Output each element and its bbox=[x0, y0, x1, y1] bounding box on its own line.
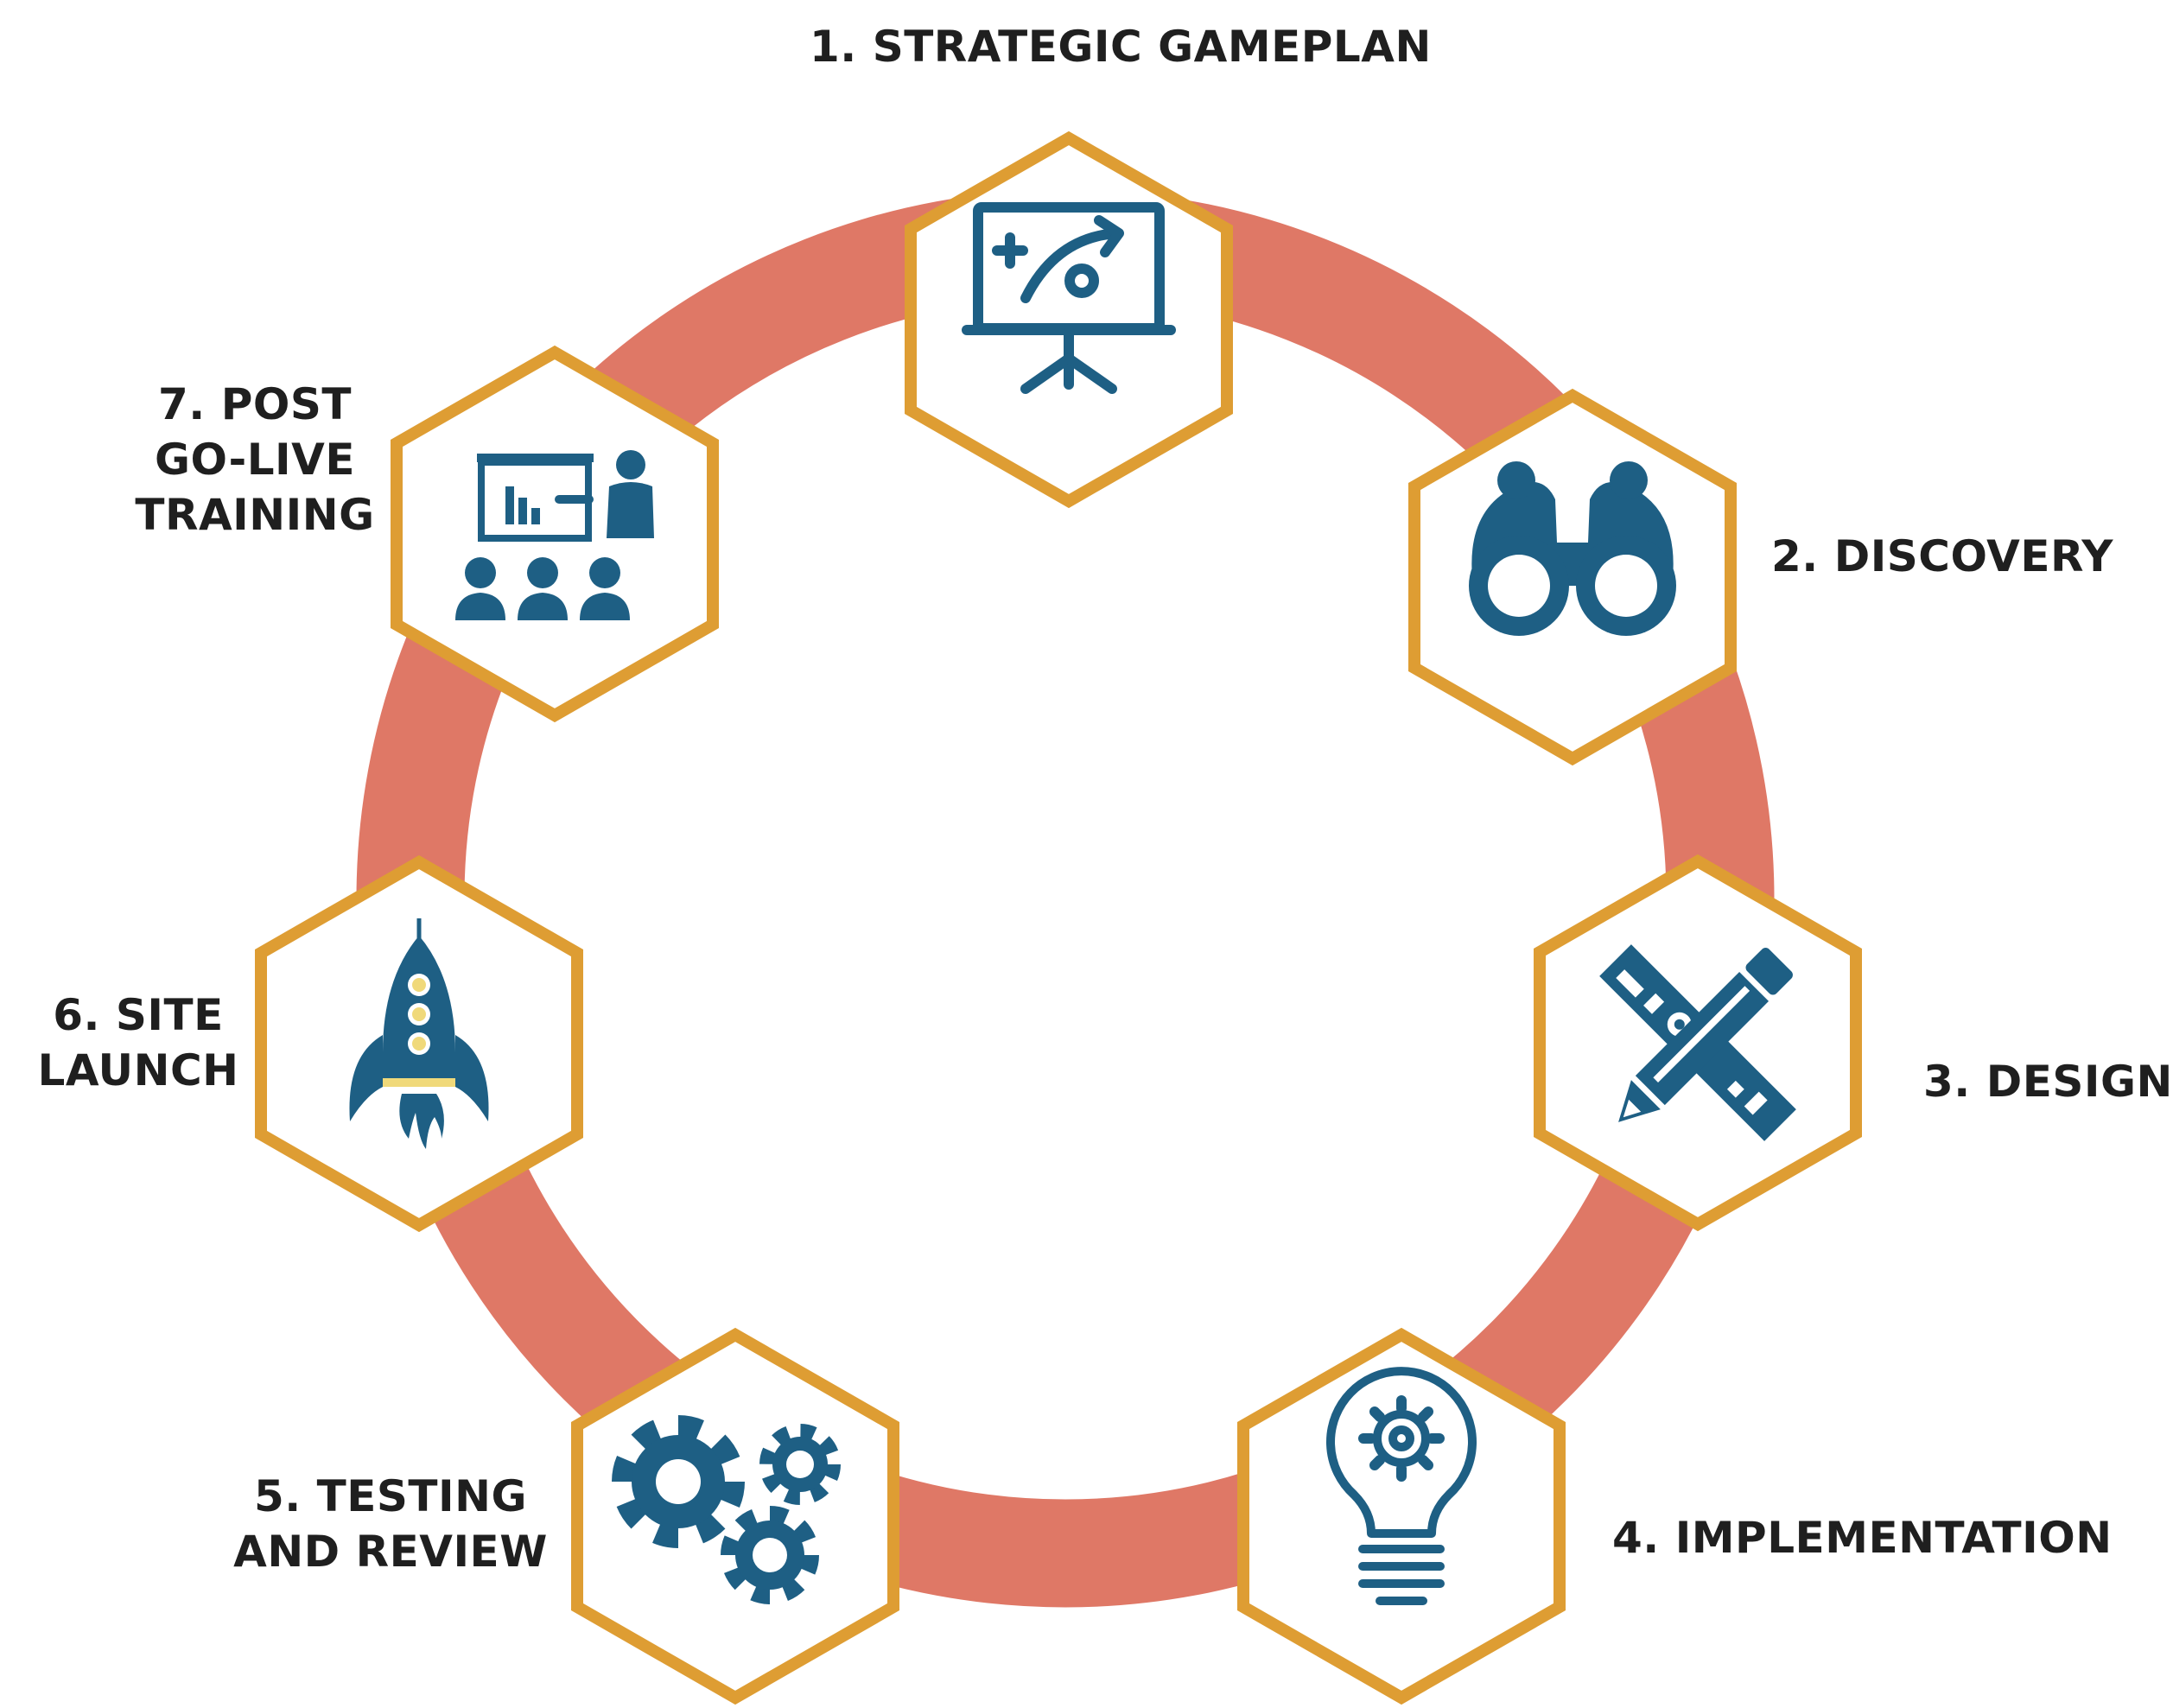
strategy-board-icon bbox=[962, 202, 1176, 394]
rocket-icon bbox=[349, 918, 489, 1149]
step-7-label: 7. POST GO-LIVE TRAINING bbox=[135, 379, 375, 540]
step-1-hexagon bbox=[905, 130, 1233, 509]
step-3-hexagon bbox=[1534, 854, 1862, 1232]
step-1-label: 1. STRATEGIC GAMEPLAN bbox=[810, 22, 1432, 72]
step-4-hexagon bbox=[1237, 1327, 1566, 1705]
step-4-label: 4. IMPLEMENTATION bbox=[1612, 1513, 2113, 1563]
pencil-ruler-icon bbox=[1599, 944, 1796, 1141]
step-2-hexagon bbox=[1408, 388, 1737, 766]
step-2-label: 2. DISCOVERY bbox=[1771, 531, 2113, 581]
gears-icon bbox=[612, 1415, 841, 1604]
step-3-label: 3. DESIGN bbox=[1923, 1057, 2173, 1107]
presentation-training-icon bbox=[455, 450, 654, 620]
step-6-label: 6. SITE LAUNCH bbox=[37, 990, 239, 1095]
step-5-label: 5. TESTING AND REVIEW bbox=[233, 1471, 548, 1577]
step-6-hexagon bbox=[255, 854, 583, 1233]
step-7-hexagon bbox=[391, 345, 719, 723]
binoculars-icon bbox=[1469, 461, 1676, 636]
lightbulb-gear-icon bbox=[1326, 1367, 1477, 1605]
step-5-hexagon bbox=[571, 1327, 899, 1705]
